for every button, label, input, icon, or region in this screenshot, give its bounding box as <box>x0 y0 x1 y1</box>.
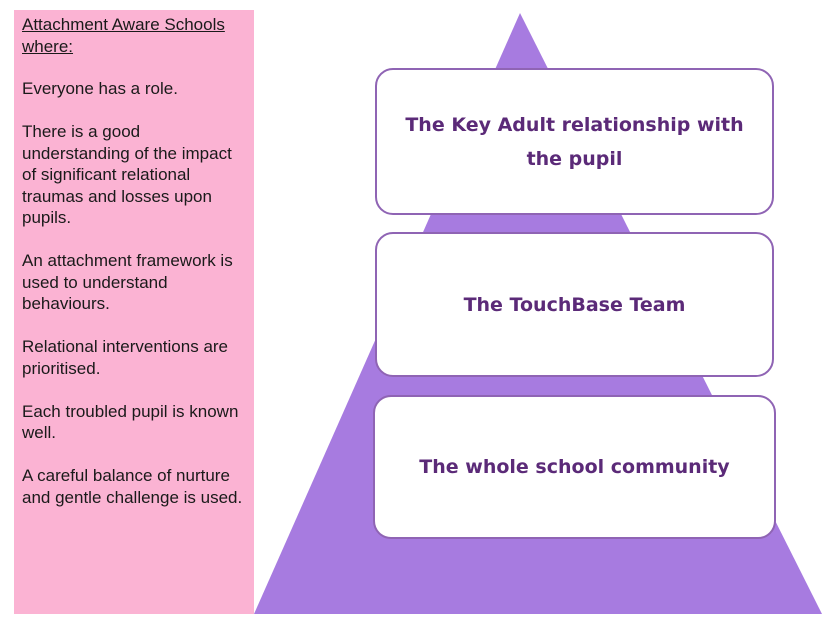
pyramid-layer-whole-school: The whole school community <box>373 395 776 539</box>
pyramid-layer-touchbase-team-label: The TouchBase Team <box>463 293 686 316</box>
sidebar-heading: Attachment Aware Schools where: <box>22 15 225 56</box>
attachment-aware-sidebar: Attachment Aware Schools where: Everyone… <box>14 10 254 614</box>
sidebar-point-role: Everyone has a role. <box>22 79 178 98</box>
pyramid-layer-key-adult: The Key Adult relationship with the pupi… <box>375 68 774 215</box>
sidebar-point-framework: An attachment framework is used to under… <box>22 251 233 313</box>
sidebar-point-balance: A careful balance of nurture and gentle … <box>22 466 243 507</box>
pyramid-layer-whole-school-label: The whole school community <box>419 456 730 478</box>
pyramid-layer-touchbase-team: The TouchBase Team <box>375 232 774 377</box>
sidebar-point-known-well: Each troubled pupil is known well. <box>22 401 239 443</box>
sidebar-point-interventions: Relational interventions are prioritised… <box>22 337 229 378</box>
sidebar-point-understanding: There is a good understanding of the imp… <box>22 122 232 227</box>
pyramid-layer-key-adult-label: The Key Adult relationship with the pupi… <box>405 113 744 170</box>
